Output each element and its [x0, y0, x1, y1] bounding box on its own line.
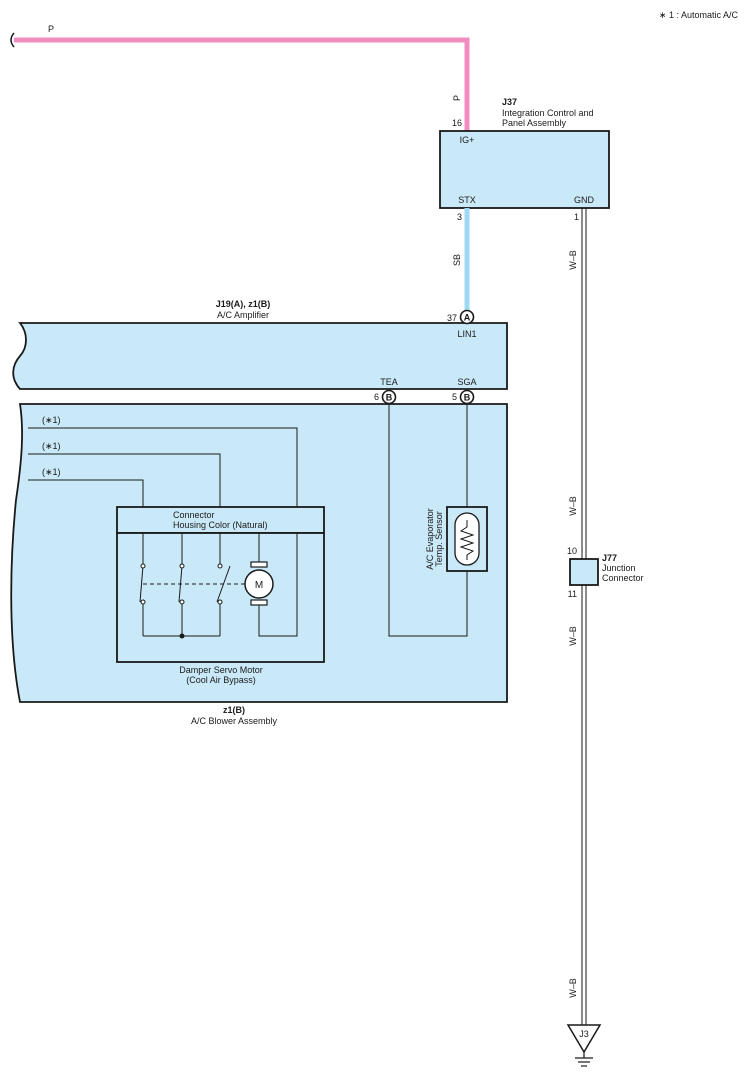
optional-wires [28, 427, 298, 507]
j77-name-line1: Junction [602, 563, 636, 573]
sensor-line1: A/C Evaporator [425, 508, 435, 570]
j37-name-line1: Integration Control and [502, 108, 594, 118]
blower-name: A/C Blower Assembly [191, 716, 278, 726]
wire-label-wb-2: W–B [568, 496, 578, 516]
switch-contacts [140, 563, 223, 605]
thermistor-icon [454, 512, 480, 566]
connector-line1: Connector [173, 510, 215, 520]
j37-pin-stx-num: 3 [457, 212, 462, 222]
sensor-line2: Temp. Sensor [434, 511, 444, 567]
amp-lin-pin-num: 37 [447, 313, 457, 323]
j77-name-line2: Connector [602, 573, 644, 583]
star-label-3: (∗1) [42, 467, 61, 477]
wire-label-p-top: P [48, 24, 54, 34]
j77-code: J77 [602, 553, 617, 563]
star-label-2: (∗1) [42, 441, 61, 451]
j37-pin-gnd-name: GND [574, 195, 595, 205]
servo-line2: (Cool Air Bypass) [186, 675, 256, 685]
amp-sga-conn: B [464, 393, 471, 403]
wire-label-sb: SB [452, 254, 462, 266]
amp-sga-connector-badge: B [459, 389, 475, 405]
j37-pin-gnd-num: 1 [574, 212, 579, 222]
automatic-ac-note: ∗ 1 : Automatic A/C [659, 10, 739, 20]
wire-label-p-vertical: P [452, 95, 462, 101]
blower-code: z1(B) [223, 705, 245, 715]
connector-line2: Housing Color (Natural) [173, 520, 268, 530]
connector-housing-box [116, 506, 325, 534]
j77-pin-top: 10 [567, 546, 577, 556]
amplifier-code: J19(A), z1(B) [216, 299, 271, 309]
ground-symbol [566, 1024, 602, 1067]
j77-box [569, 558, 599, 586]
servo-internal-circuit [139, 533, 298, 637]
amp-tea-name: TEA [380, 377, 398, 387]
amp-tea-conn: B [386, 393, 393, 403]
j37-pin-stx-name: STX [458, 195, 476, 205]
amp-tea-connector-badge: B [381, 389, 397, 405]
motor-icon: M [244, 561, 274, 606]
wire-label-wb-4: W–B [568, 978, 578, 998]
j37-code: J37 [502, 97, 517, 107]
pink-wire-p [10, 32, 470, 132]
amp-lin-conn: A [464, 313, 471, 323]
amp-sga-pin-num: 5 [452, 392, 457, 402]
j77-pin-bottom: 11 [568, 589, 577, 599]
amp-connector-a-badge: A [459, 309, 475, 325]
amplifier-name: A/C Amplifier [217, 310, 269, 320]
ground-code: J3 [579, 1029, 589, 1039]
bus-junction-dot [179, 633, 185, 639]
star-label-1: (∗1) [42, 415, 61, 425]
amplifier-box [12, 322, 508, 390]
j37-name-line2: Panel Assembly [502, 118, 567, 128]
amp-lin-name: LIN1 [457, 329, 476, 339]
j37-pin-ig-num: 16 [452, 118, 462, 128]
amp-tea-pin-num: 6 [374, 392, 379, 402]
servo-line1: Damper Servo Motor [179, 665, 263, 675]
wire-label-wb-3: W–B [568, 626, 578, 646]
amp-sga-name: SGA [457, 377, 476, 387]
j37-pin-ig-name: IG+ [460, 135, 475, 145]
wire-label-wb-1: W–B [568, 250, 578, 270]
j37-box [439, 130, 610, 209]
wb-ground-wire [581, 208, 587, 1025]
motor-letter: M [255, 580, 263, 591]
